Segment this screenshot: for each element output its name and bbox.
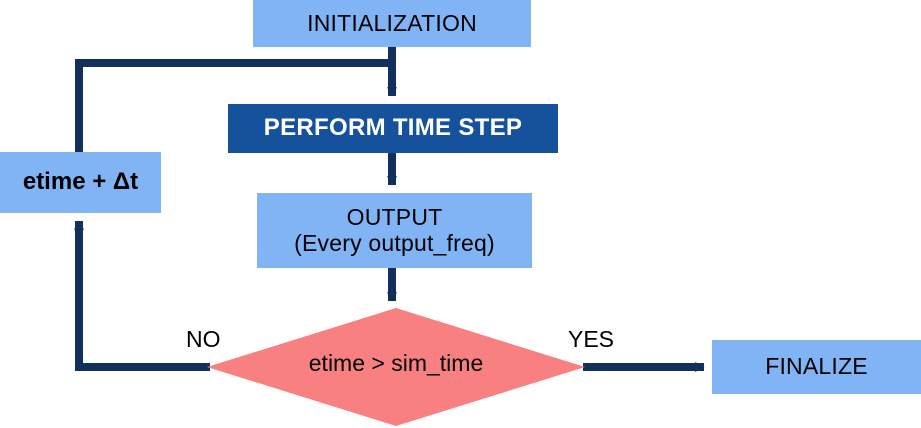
node-perform-time-step[interactable]: PERFORM TIME STEP xyxy=(228,104,558,153)
node-decision-label: etime > sim_time xyxy=(308,350,484,377)
edge-label-no: NO xyxy=(186,326,221,352)
node-output[interactable]: OUTPUT (Every output_freq) xyxy=(257,193,532,268)
node-etime-increment-label: etime + Δt xyxy=(22,168,139,196)
node-decision-etime-gt-sim-time[interactable]: etime > sim_time xyxy=(207,308,585,426)
node-initialization-label: INITIALIZATION xyxy=(307,9,477,36)
node-finalize[interactable]: FINALIZE xyxy=(712,340,921,394)
edge-label-yes: YES xyxy=(568,326,615,352)
node-output-label: OUTPUT (Every output_freq) xyxy=(294,203,495,256)
node-finalize-label: FINALIZE xyxy=(765,353,868,380)
node-initialization[interactable]: INITIALIZATION xyxy=(253,0,531,47)
node-etime-increment[interactable]: etime + Δt xyxy=(0,152,161,213)
node-perform-time-step-label: PERFORM TIME STEP xyxy=(263,114,523,142)
